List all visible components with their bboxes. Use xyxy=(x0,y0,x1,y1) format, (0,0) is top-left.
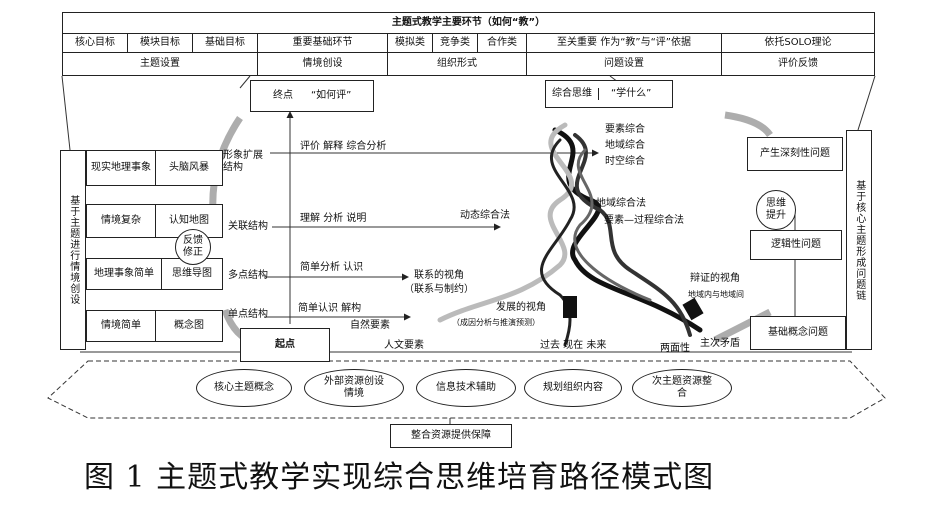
figure-caption: 图 1 主题式教学实现综合思维培育路径模式图 xyxy=(84,460,715,495)
verbs-singlepoint: 简单认识 解构 xyxy=(298,303,362,314)
thinking-up-label: 思维提升 xyxy=(766,198,786,221)
regional-label: 地域综合 xyxy=(605,140,645,151)
verbs-relational: 理解 分析 说明 xyxy=(300,213,367,224)
oval-external-text: 外部资源创设情境 xyxy=(324,376,384,399)
start-point-box: 起点 xyxy=(240,328,330,362)
structure-multipoint: 多点结构 xyxy=(228,270,268,281)
dialectic-view-label: 辩证的视角 xyxy=(690,273,740,284)
header-topic-setting: 主题设置 xyxy=(62,52,258,76)
structure-extended: 形象扩展结构 xyxy=(223,150,269,174)
support-box: 整合资源提供保障 xyxy=(390,424,512,448)
human-label: 人文要素 xyxy=(384,340,424,351)
basic-question-box: 基础概念问题 xyxy=(750,316,846,350)
oval-external-resources: 外部资源创设情境 xyxy=(304,369,404,407)
end-point-box: 终点 “如何评” xyxy=(250,80,374,112)
development-view-label: 发展的视角 xyxy=(496,302,546,313)
synthesis-label: 综合思维 xyxy=(552,88,599,100)
element-process-text: 要素—过程综合法 xyxy=(604,215,684,226)
feedback-label: 反馈修正 xyxy=(183,235,203,258)
element-process-label: 要素—过程综合法 xyxy=(604,215,694,227)
oval-subtopic: 次主题资源整合 xyxy=(632,369,732,407)
header-situation: 情境创设 xyxy=(257,52,388,76)
left-cell-simple-event: 地理事象简单 xyxy=(86,258,162,290)
oval-it-assist: 信息技术辅助 xyxy=(416,369,516,407)
connection-sub-label: （联系与制约） xyxy=(404,284,474,295)
oval-subtopic-text: 次主题资源整合 xyxy=(652,376,712,399)
synthesis-box: 综合思维 “学什么” xyxy=(545,80,673,108)
header-evaluation: 评价反馈 xyxy=(721,52,875,76)
left-vertical-label: 基于主题进行情境创设 xyxy=(60,150,86,350)
left-cell-brainstorm: 头脑风暴 xyxy=(155,150,223,186)
structure-relational: 关联结构 xyxy=(228,221,268,232)
left-cell-real: 现实地理事象 xyxy=(86,150,156,186)
elements-label: 要素综合 xyxy=(605,124,645,135)
two-sided-label: 两面性 xyxy=(660,343,690,354)
what-learn-label: “学什么” xyxy=(611,88,652,100)
how-eval-label: “如何评” xyxy=(311,90,352,102)
structure-extended-label: 形象扩展结构 xyxy=(223,150,263,173)
time-label: 过去 现在 未来 xyxy=(540,340,607,351)
dynamic-label: 动态综合法 xyxy=(460,210,510,221)
main-contra-label: 主次矛盾 xyxy=(700,338,740,349)
left-cell-simple-situation: 情境简单 xyxy=(86,310,156,342)
development-sub-label: （成因分析与推演预测） xyxy=(452,318,540,327)
regional-method-label: 地域综合法 xyxy=(596,198,646,209)
spacetime-label: 时空综合 xyxy=(605,156,645,167)
structure-singlepoint: 单点结构 xyxy=(228,309,268,320)
left-cell-concept-map: 概念图 xyxy=(155,310,223,342)
header-questions: 问题设置 xyxy=(526,52,722,76)
feedback-circle: 反馈修正 xyxy=(175,229,211,265)
right-vertical-label: 基于核心主题形成问题链 xyxy=(846,130,872,350)
thinking-up-circle: 思维提升 xyxy=(756,190,796,230)
deep-question-box: 产生深刻性问题 xyxy=(747,137,843,171)
header-organization: 组织形式 xyxy=(387,52,527,76)
connection-view-label: 联系的视角 xyxy=(414,270,464,281)
verbs-extended: 评价 解释 综合分析 xyxy=(300,141,387,152)
verbs-multipoint: 简单分析 认识 xyxy=(300,262,364,273)
natural-label: 自然要素 xyxy=(350,320,390,331)
logic-question-box: 逻辑性问题 xyxy=(750,230,842,260)
oval-core-concept: 核心主题概念 xyxy=(196,369,292,407)
oval-plan-content: 规划组织内容 xyxy=(524,369,622,407)
dialectic-sub-label: 地域内与地域间 xyxy=(688,290,744,299)
end-point-label: 终点 xyxy=(273,90,293,102)
left-cell-complex: 情境复杂 xyxy=(86,204,156,238)
